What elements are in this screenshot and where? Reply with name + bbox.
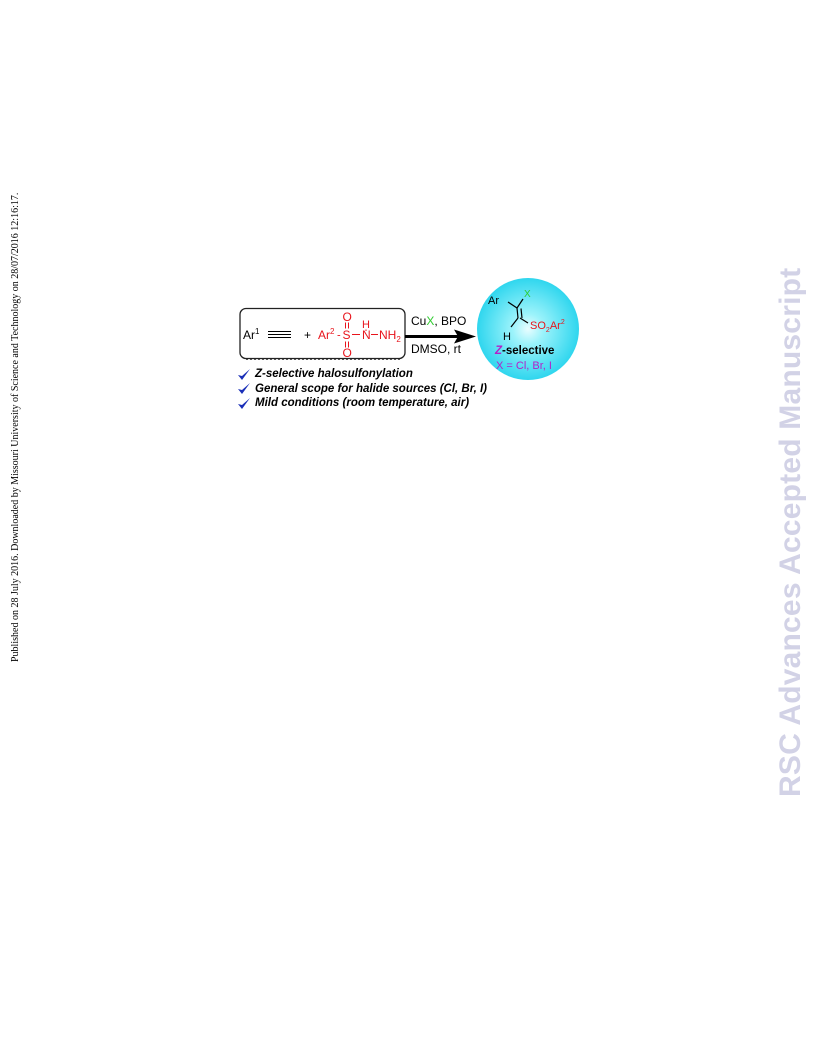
halide-label: X = Cl, Br, I xyxy=(496,360,552,372)
product-circle xyxy=(477,278,579,380)
alkyne-bonds xyxy=(268,331,291,338)
reactant-box xyxy=(239,307,406,360)
nitrogen-label: N xyxy=(362,328,371,342)
feature-list: Z-selective halosulfonylation General sc… xyxy=(237,367,487,411)
check-icon xyxy=(238,383,250,395)
conditions-line1: CuX, BPO xyxy=(411,314,466,328)
arrow-head xyxy=(454,329,476,344)
sulfur-label: S xyxy=(343,328,351,342)
oxygen-bottom-label: O xyxy=(343,346,352,360)
check-icon xyxy=(238,368,250,380)
plus-sign: + xyxy=(304,328,311,342)
feature-item: General scope for halide sources (Cl, Br… xyxy=(237,382,487,397)
watermark-text: RSC Advances Accepted Manuscript xyxy=(774,267,807,797)
product-ar-label: Ar xyxy=(488,295,499,307)
ar2-label: Ar2 xyxy=(318,327,335,342)
reaction-scheme: Ar1 + Ar2 - S O O N H NH2 xyxy=(230,278,590,420)
z-selective-label: Z-selective xyxy=(494,345,554,357)
feature-text: Mild conditions (room temperature, air) xyxy=(255,397,470,410)
nh2-label: NH2 xyxy=(379,328,401,344)
check-icon xyxy=(238,397,250,409)
hydrogen-label: H xyxy=(362,319,370,331)
ar2-dash: - xyxy=(337,330,341,342)
reaction-scheme-drawing: Ar1 + Ar2 - S O O N H NH2 xyxy=(239,278,579,380)
publication-note-text: Published on 28 July 2016. Downloaded by… xyxy=(10,192,21,662)
sulfonyl-hydrazide: Ar2 - S O O N H NH2 xyxy=(318,310,401,360)
feature-text: General scope for halide sources (Cl, Br… xyxy=(255,382,487,395)
conditions-line2: DMSO, rt xyxy=(411,342,462,356)
feature-item: Mild conditions (room temperature, air) xyxy=(237,396,487,411)
product-h-label: H xyxy=(503,331,511,343)
feature-item: Z-selective halosulfonylation xyxy=(237,367,487,382)
hydrazide-bonds xyxy=(345,322,378,348)
oxygen-top-label: O xyxy=(343,310,352,324)
product-so2ar2-label: SO2Ar2 xyxy=(530,319,565,334)
feature-text: Z-selective halosulfonylation xyxy=(255,368,413,381)
product-structure: Ar X H SO2Ar2 Z-selective X = Cl, Br, I xyxy=(488,289,565,372)
product-x-label: X xyxy=(524,289,531,300)
ar1-label: Ar1 xyxy=(243,327,260,342)
